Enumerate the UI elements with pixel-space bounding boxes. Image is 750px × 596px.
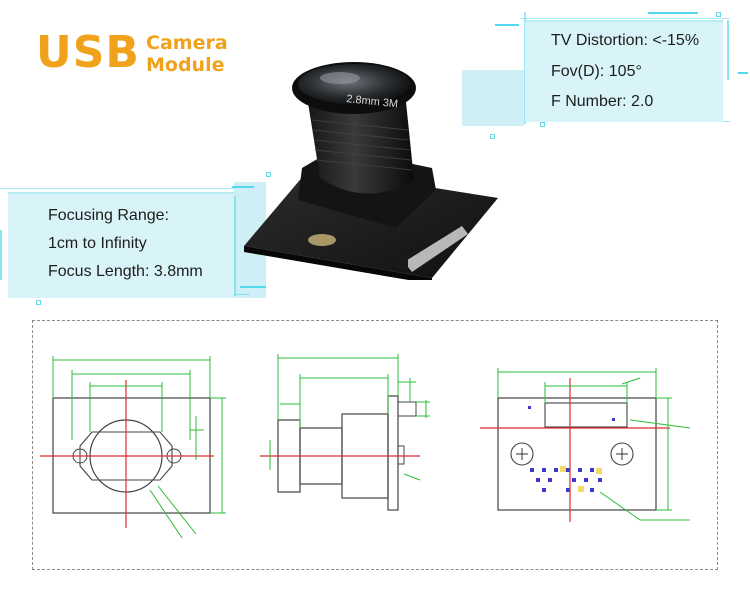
glow-line	[234, 196, 236, 296]
glow-line	[738, 72, 748, 74]
logo-usb-text: USB	[36, 27, 140, 78]
connector	[404, 226, 468, 272]
glow-dot	[540, 122, 545, 127]
camera-module-photo: 2.8mm 3M	[244, 62, 498, 280]
glow-line	[0, 230, 2, 280]
glow-line	[240, 286, 266, 288]
spec-box-focus: Focusing Range: 1cm to Infinity Focus Le…	[8, 192, 234, 298]
spec-f-number: F Number: 2.0	[551, 93, 654, 110]
glow-line	[648, 12, 698, 14]
spec-box-optics: TV Distortion: <-15% Fov(D): 105° F Numb…	[525, 20, 723, 122]
spec-fov: Fov(D): 105°	[551, 63, 642, 80]
glow-line	[495, 24, 519, 26]
glow-dot	[36, 300, 41, 305]
spec-focusing-range-label: Focusing Range:	[48, 207, 169, 224]
spec-focusing-range-value: 1cm to Infinity	[48, 235, 147, 252]
glow-line	[232, 186, 254, 188]
glow-panel	[462, 70, 524, 126]
lens-marking: 2.8mm 3M	[346, 93, 399, 110]
glow-line	[0, 188, 234, 189]
spec-focus-length: Focus Length: 3.8mm	[48, 263, 203, 280]
glow-dot	[716, 12, 721, 17]
glow-dot	[266, 172, 271, 177]
glow-line	[520, 18, 730, 19]
glow-line	[727, 20, 729, 80]
logo-subtitle-line1: Camera	[146, 32, 228, 54]
dimension-drawing-frame	[32, 320, 718, 570]
glow-dot	[490, 134, 495, 139]
logo-subtitle: Camera Module	[146, 32, 228, 76]
logo-subtitle-line2: Module	[146, 54, 225, 76]
spec-tv-distortion: TV Distortion: <-15%	[551, 32, 700, 49]
